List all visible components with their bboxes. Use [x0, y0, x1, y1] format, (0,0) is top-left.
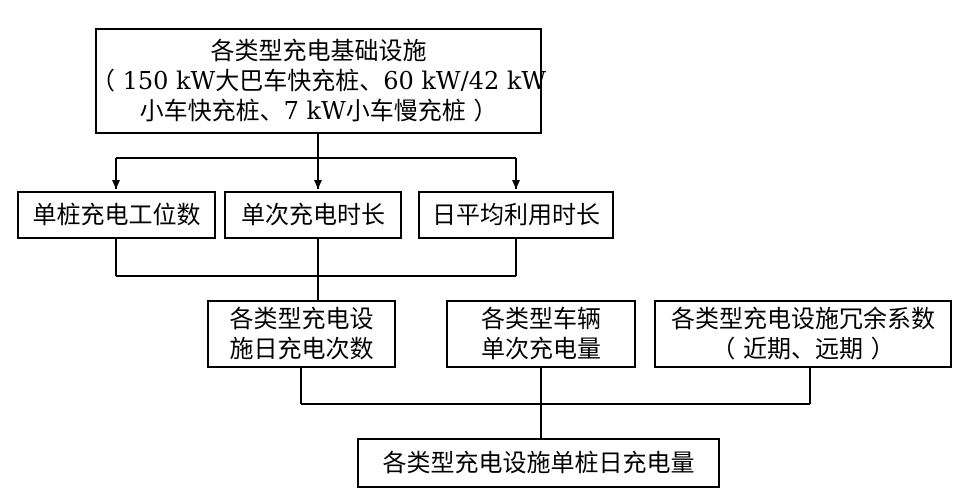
node-daily-usage: 日平均利用时长 — [418, 191, 614, 239]
node-text-line: 单次充电量 — [481, 335, 601, 363]
node-pile-positions: 单桩充电工位数 — [17, 191, 216, 239]
node-daily-charge-count: 各类型充电设 施日充电次数 — [207, 300, 396, 368]
node-text-line: （ 150 kW大巴车快充桩、60 kW/42 kW — [90, 67, 547, 95]
node-text-line: 各类型充电设 — [229, 305, 374, 333]
node-redundancy-factor: 各类型充电设施冗余系数 （ 近期、远期 ） — [654, 300, 952, 368]
node-text-line: 各类型充电设施冗余系数 — [671, 305, 935, 333]
node-vehicle-charge-amount: 各类型车辆 单次充电量 — [446, 300, 636, 368]
node-single-pile-daily-charge: 各类型充电设施单桩日充电量 — [357, 438, 720, 488]
node-charging-infrastructure: 各类型充电基础设施 （ 150 kW大巴车快充桩、60 kW/42 kW 小车快… — [91, 28, 546, 134]
node-charge-duration: 单次充电时长 — [224, 191, 402, 239]
node-text-line: 各类型充电设施单桩日充电量 — [382, 449, 695, 477]
node-text-line: 各类型车辆 — [481, 305, 601, 333]
node-text-line: 单桩充电工位数 — [32, 201, 201, 229]
node-text-line: 小车快充桩、7 kW小车慢充桩 ） — [139, 97, 498, 125]
node-text-line: （ 近期、远期 ） — [711, 335, 895, 363]
node-text-line: 日平均利用时长 — [432, 201, 600, 229]
node-text-line: 施日充电次数 — [229, 335, 374, 363]
node-text-line: 单次充电时长 — [241, 201, 385, 229]
node-text-line: 各类型充电基础设施 — [210, 37, 427, 65]
